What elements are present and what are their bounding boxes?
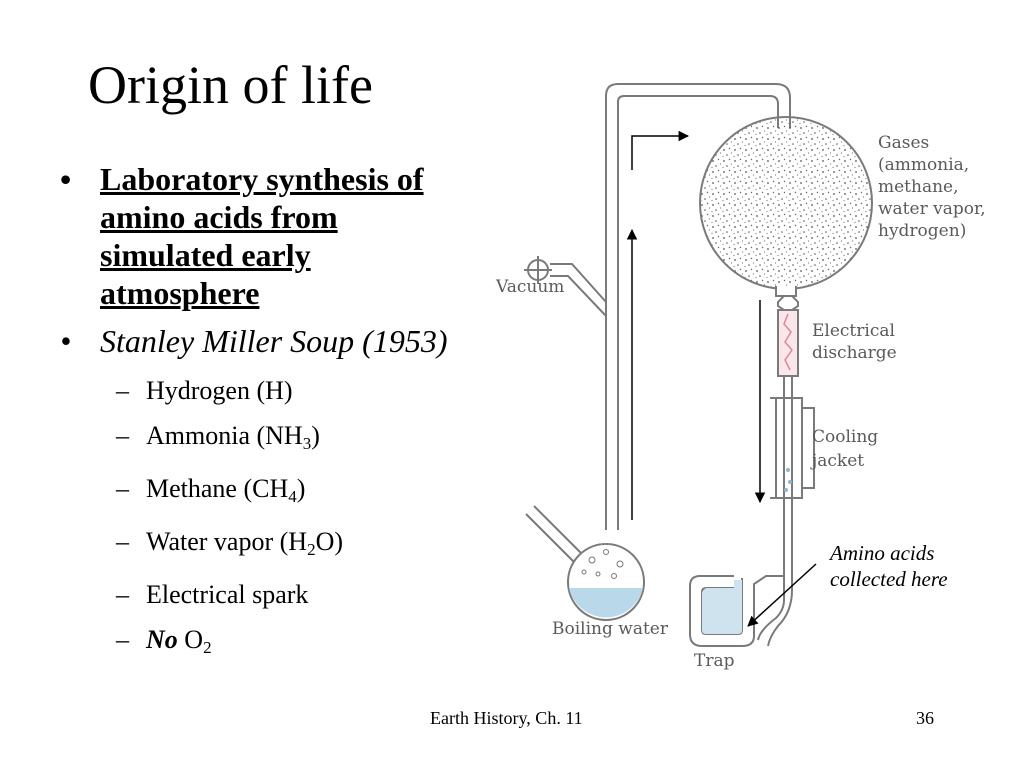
discharge-label-line: discharge xyxy=(812,343,897,363)
sub-item-text-end: ) xyxy=(311,421,320,450)
sub-item-text: Hydrogen (H) xyxy=(146,376,293,405)
gases-label-line: methane, xyxy=(878,177,959,197)
miller-urey-apparatus-diagram: Gases (ammonia, methane, water vapor, hy… xyxy=(495,83,986,671)
sub-item-water-vapor: – Water vapor (H2O) xyxy=(116,519,476,572)
subscript: 2 xyxy=(203,638,212,657)
gases-label-line: hydrogen) xyxy=(878,221,966,241)
flow-arrows xyxy=(626,130,817,627)
amino-acids-label-line: collected here xyxy=(830,567,948,591)
subscript: 4 xyxy=(288,487,297,506)
dash-marker: – xyxy=(116,527,129,556)
dash-marker: – xyxy=(116,625,129,654)
subscript: 3 xyxy=(302,434,312,453)
bullet-list: • Laboratory synthesis of amino acids fr… xyxy=(56,160,476,670)
subscript: 2 xyxy=(307,540,316,559)
cooling-label-line: jacket xyxy=(810,451,864,471)
electrical-discharge-chamber xyxy=(777,309,799,377)
cooling-jacket xyxy=(770,397,815,499)
gases-label-line: (ammonia, xyxy=(878,155,969,175)
sub-item-spark: – Electrical spark xyxy=(116,572,476,617)
vacuum-label: Vacuum xyxy=(495,277,564,297)
sub-item-hydrogen: – Hydrogen (H) xyxy=(116,368,476,413)
emphasis-text: No xyxy=(146,625,178,654)
sub-item-no-oxygen: – No O2 xyxy=(116,617,476,670)
sub-item-methane: – Methane (CH4) xyxy=(116,466,476,519)
bullet-text: Laboratory synthesis of amino acids from… xyxy=(100,161,424,311)
bullet-marker: • xyxy=(60,161,72,197)
sub-item-text: O xyxy=(177,625,204,654)
sub-item-text: Methane (CH xyxy=(146,474,289,503)
sub-item-text: Water vapor (H xyxy=(146,527,308,556)
vacuum-stopcock-icon xyxy=(524,256,552,284)
sub-item-text-end: ) xyxy=(296,474,306,503)
gases-label-line: water vapor, xyxy=(878,199,986,219)
dash-marker: – xyxy=(116,580,129,609)
boiling-water-flask xyxy=(567,543,645,621)
bullet-lab-synthesis: • Laboratory synthesis of amino acids fr… xyxy=(56,160,476,312)
dash-marker: – xyxy=(116,474,129,503)
boiling-water-label: Boiling water xyxy=(552,619,669,639)
trap-label: Trap xyxy=(694,651,735,671)
slide-title: Origin of life xyxy=(88,55,373,115)
footer-text: Earth History, Ch. 11 xyxy=(430,708,583,728)
sub-item-text-end: O) xyxy=(315,527,343,556)
sub-item-text: Ammonia (NH xyxy=(146,421,303,450)
amino-acids-label-line: Amino acids xyxy=(828,541,934,565)
sub-item-ammonia: – Ammonia (NH3) xyxy=(116,413,476,466)
dash-marker: – xyxy=(116,376,129,405)
dash-marker: – xyxy=(116,421,129,450)
ingredient-list: – Hydrogen (H) – Ammonia (NH3) – Methane… xyxy=(56,368,476,670)
bullet-marker: • xyxy=(60,323,72,359)
cooling-label-line: Cooling xyxy=(812,427,878,447)
slide-number: 36 xyxy=(916,708,934,728)
gas-sphere xyxy=(699,116,873,297)
bullet-miller-soup: • Stanley Miller Soup (1953) xyxy=(56,322,476,360)
gases-label-line: Gases xyxy=(878,133,929,153)
trap-liquid xyxy=(702,580,742,634)
bullet-text: Stanley Miller Soup (1953) xyxy=(100,323,448,359)
discharge-label-line: Electrical xyxy=(812,321,895,341)
sub-item-text: Electrical spark xyxy=(146,580,309,609)
